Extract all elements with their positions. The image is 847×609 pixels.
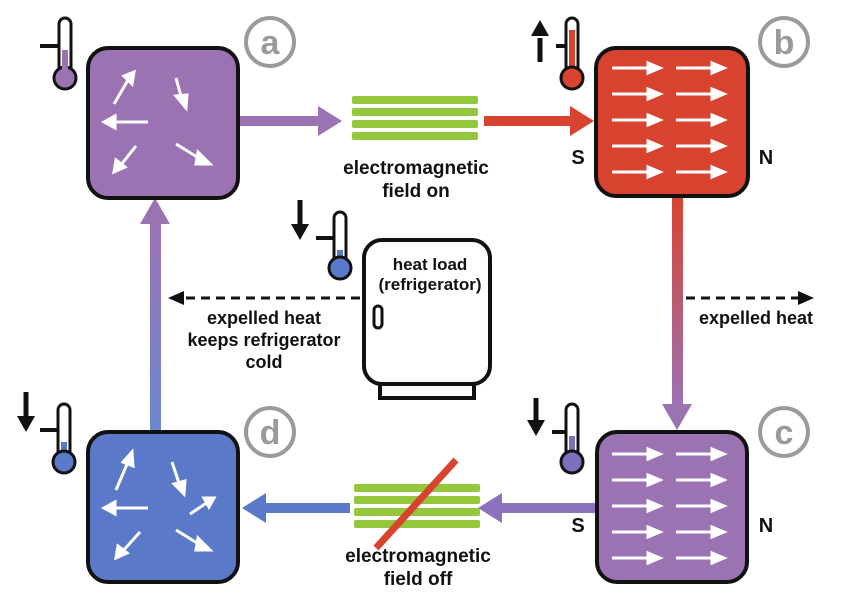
random-spin-arrows xyxy=(100,448,217,561)
expelled-heat-left-line3: cold xyxy=(245,352,282,372)
magnet-c-south: S xyxy=(571,515,584,537)
state-a-box xyxy=(86,46,240,200)
flow-arrow-field-to-d xyxy=(242,493,350,523)
flow-arrows xyxy=(140,106,692,523)
field-on-coil-icon xyxy=(352,96,478,140)
expelled-heat-left-line1: expelled heat xyxy=(207,308,321,328)
heat-load-label-line1: heat load xyxy=(393,255,468,274)
thermometer-neutral-icon xyxy=(40,16,78,91)
field-off-label-line1: electromagnetic xyxy=(345,546,491,567)
thermometer-down-icon xyxy=(17,392,77,475)
flow-arrow-b-to-c xyxy=(662,196,692,430)
random-spin-arrows xyxy=(100,69,214,175)
state-label-b: b xyxy=(758,16,810,68)
magnet-c-north: N xyxy=(759,515,773,537)
field-off-coil-icon xyxy=(354,457,480,551)
flow-arrow-c-to-field xyxy=(478,493,596,523)
state-c-box xyxy=(595,430,749,584)
expelled-heat-arrow-left xyxy=(168,291,360,305)
state-d-box xyxy=(86,430,240,584)
state-label-c: c xyxy=(758,406,810,458)
state-b-box xyxy=(594,46,750,198)
expelled-heat-right-line1: expelled heat xyxy=(699,308,813,328)
field-off-label-line2: field off xyxy=(384,569,453,590)
aligned-spin-arrows xyxy=(612,60,728,180)
heat-load-label-line2: (refrigerator) xyxy=(379,275,482,294)
svg-text:d: d xyxy=(260,414,281,452)
flow-arrow-a-to-field xyxy=(238,106,342,136)
field-on-label-line1: electromagnetic xyxy=(343,158,489,179)
aligned-spin-arrows xyxy=(612,446,728,566)
magnet-b-south: S xyxy=(571,147,584,169)
thermometer-down-icon xyxy=(291,200,353,281)
state-label-d: d xyxy=(244,406,296,458)
magnet-b-north: N xyxy=(759,147,773,169)
flow-arrow-d-to-a xyxy=(140,198,170,434)
state-label-a: a xyxy=(244,16,296,68)
thermometer-up-icon xyxy=(531,16,585,91)
svg-text:a: a xyxy=(261,24,281,62)
refrigerator-icon xyxy=(362,238,492,400)
field-off-slash xyxy=(373,457,459,551)
expelled-heat-arrow-right xyxy=(686,291,814,305)
expelled-heat-left-line2: keeps refrigerator xyxy=(187,330,340,350)
thermometer-down-icon xyxy=(527,398,585,475)
svg-text:b: b xyxy=(774,24,795,62)
flow-arrow-field-to-b xyxy=(484,106,594,136)
svg-text:c: c xyxy=(775,414,794,452)
field-on-label-line2: field on xyxy=(382,181,450,202)
